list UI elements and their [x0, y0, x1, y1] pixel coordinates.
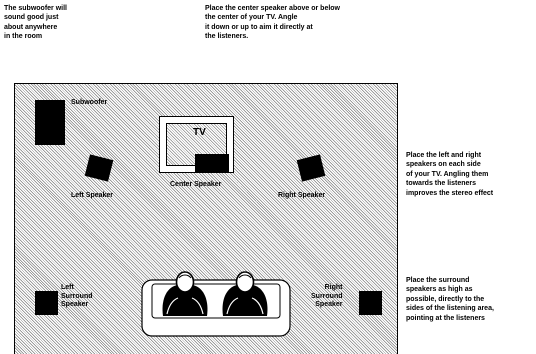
listener-left-head — [175, 271, 195, 293]
listener-left — [162, 271, 208, 316]
center-speaker-box — [195, 154, 229, 172]
center-speaker-placement-note: Place the center speaker above or below … — [205, 5, 341, 41]
couch-with-listeners — [141, 271, 291, 337]
left-surround-speaker-label: Left Surround Speaker — [61, 284, 93, 309]
subwoofer-label: Subwoofer — [71, 99, 108, 106]
listener-right-head — [235, 271, 255, 293]
listener-left-body — [162, 284, 208, 316]
room-floor-plan: Subwoofer TV Center Speaker Left Speaker… — [14, 83, 398, 354]
listener-left-arm-r — [191, 297, 204, 315]
listener-right-arm-r — [251, 297, 264, 315]
listener-right-arm-l — [226, 297, 239, 315]
right-surround-speaker-box — [359, 291, 382, 315]
left-surround-speaker-box — [35, 291, 58, 315]
listener-left-arm-l — [166, 297, 179, 315]
subwoofer-placement-note: The subwoofer will sound good just about… — [4, 5, 68, 41]
tv-label: TV — [193, 127, 206, 138]
subwoofer-box — [35, 100, 65, 145]
right-speaker-label: Right Speaker — [278, 192, 326, 199]
center-speaker-label: Center Speaker — [170, 181, 222, 188]
left-speaker-box — [84, 154, 114, 182]
listener-right-hair — [238, 274, 252, 279]
left-right-speaker-placement-note: Place the left and right speakers on eac… — [406, 152, 494, 197]
listener-right-body — [222, 284, 268, 316]
left-speaker-label: Left Speaker — [71, 192, 114, 199]
listener-right — [222, 271, 268, 316]
right-surround-speaker-label: Right Surround Speaker — [311, 284, 343, 309]
right-speaker-box — [296, 154, 326, 182]
listener-left-hair — [178, 274, 192, 279]
surround-speaker-placement-note: Place the surround speakers as high as p… — [406, 277, 494, 322]
